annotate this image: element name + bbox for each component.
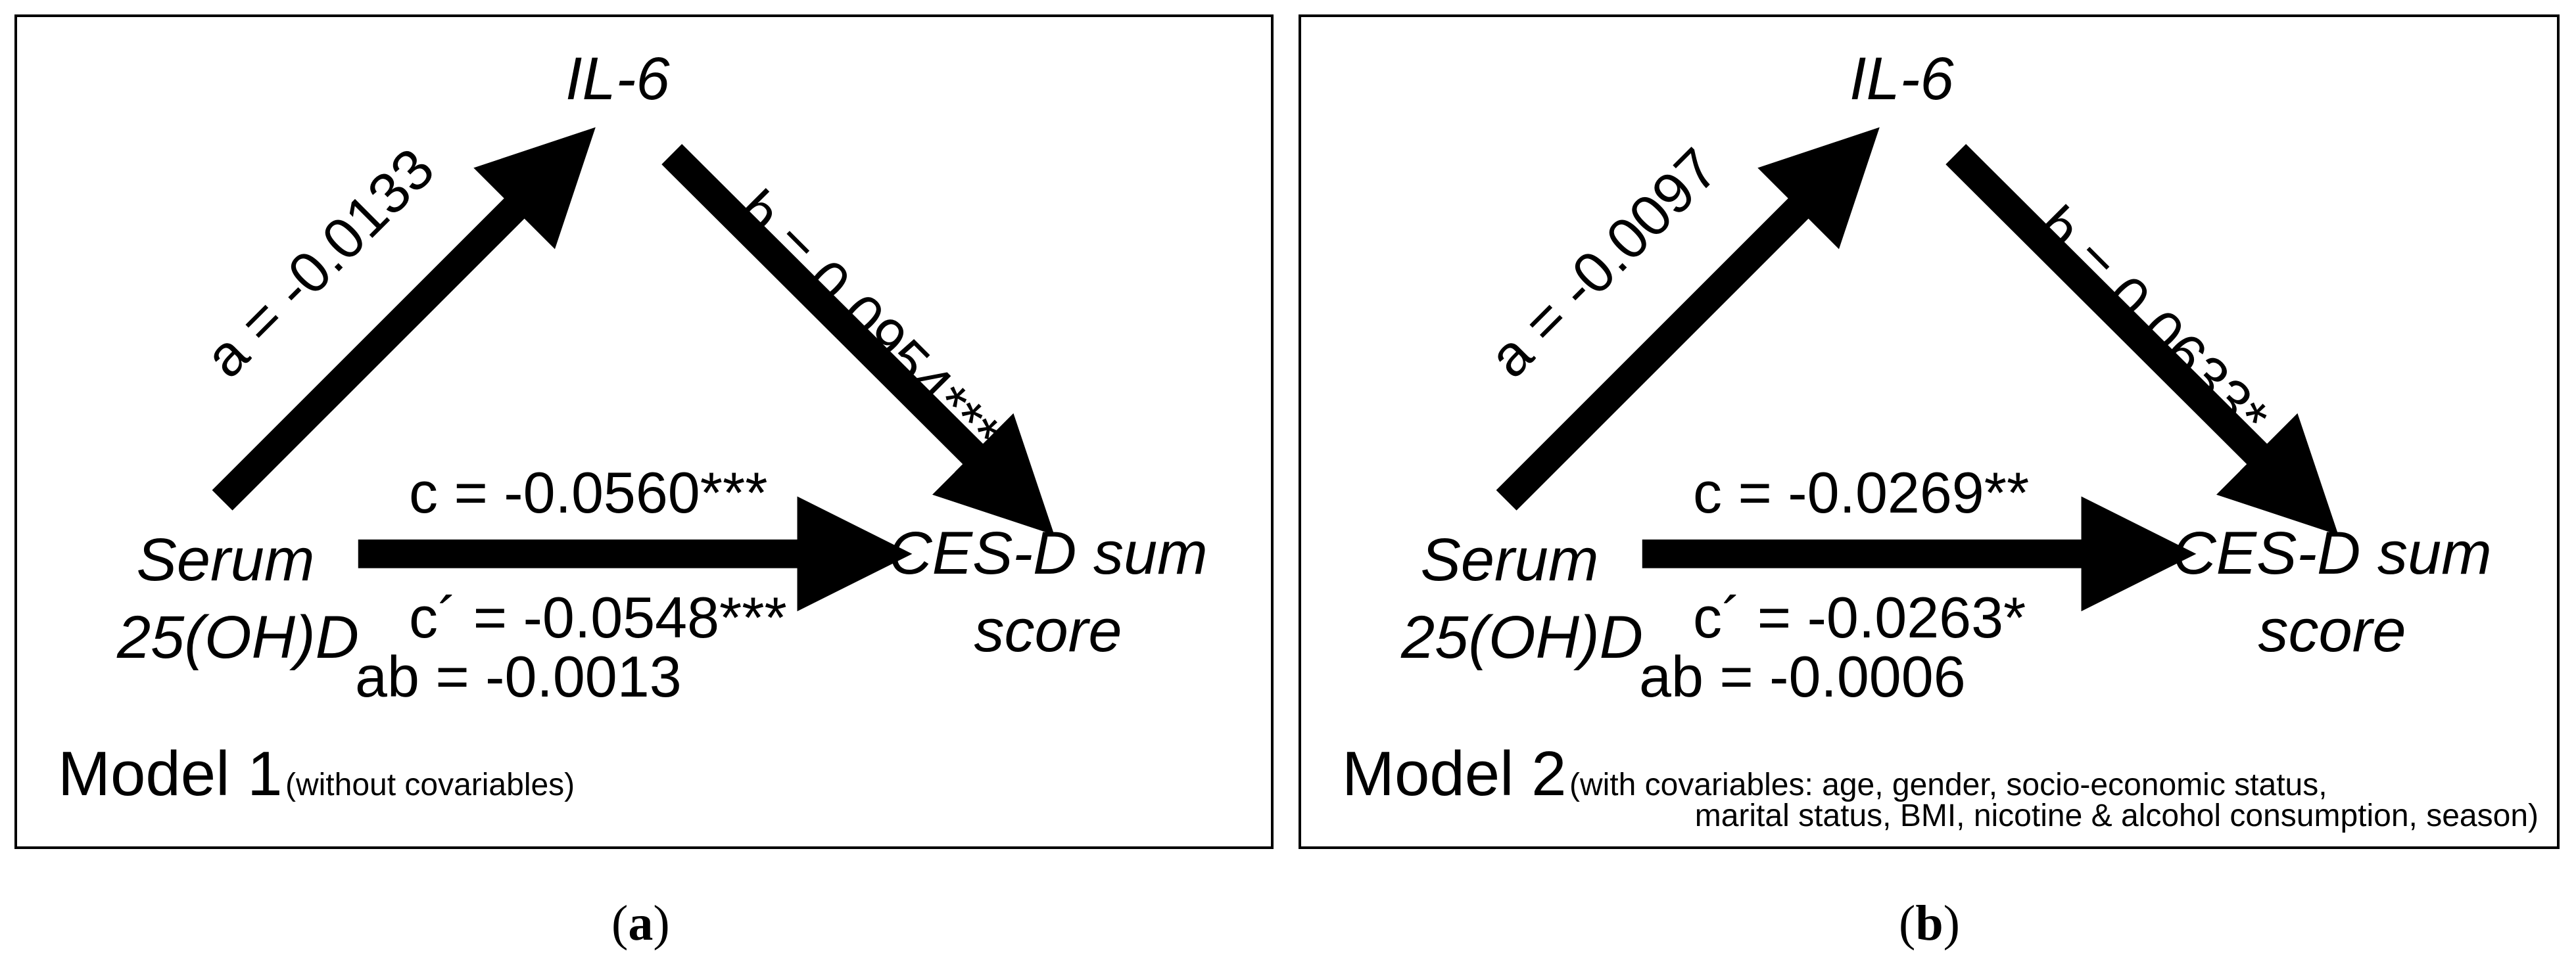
arrow-b-path <box>1945 144 2339 536</box>
c-prime-path-coefficient: c´ = -0.0548*** <box>409 585 787 650</box>
outcome-line1: CES-D sum <box>2172 520 2492 587</box>
outcome-line2: score <box>2258 597 2406 664</box>
label-open: ( <box>1899 896 1916 951</box>
c-prime-path-coefficient: c´ = -0.0263* <box>1693 585 2026 650</box>
predictor-line2: 25(OH)D <box>117 604 360 671</box>
label-open: ( <box>611 896 629 951</box>
predictor-line1: Serum <box>136 526 315 593</box>
arrow-b-path <box>661 144 1055 536</box>
arrow-a-path <box>212 127 596 511</box>
model-note-line1: (with covariables: age, gender, socio-ec… <box>1569 768 2327 802</box>
ab-indirect-coefficient: ab = -0.0013 <box>355 644 682 709</box>
panel-b-model-2: IL-6 Serum 25(OH)D CES-D sum score a = -… <box>1299 14 2560 849</box>
c-path-coefficient: c = -0.0560*** <box>409 460 768 525</box>
mediator-il6: IL-6 <box>565 45 670 112</box>
label-close: ) <box>1943 896 1960 951</box>
panel-label-b: (b) <box>1899 895 1960 952</box>
label-letter: a <box>628 896 654 951</box>
panel-a-model-1: IL-6 Serum 25(OH)D CES-D sum score a = -… <box>14 14 1274 849</box>
label-close: ) <box>653 896 670 951</box>
model-note-line2: marital status, BMI, nicotine & alcohol … <box>1694 798 2539 833</box>
outcome-label: CES-D sum score <box>2168 523 2496 661</box>
outcome-line1: CES-D sum <box>888 520 1208 587</box>
predictor-label: Serum 25(OH)D <box>1401 526 1644 671</box>
predictor-label: Serum 25(OH)D <box>117 526 360 671</box>
predictor-line1: Serum <box>1420 526 1599 593</box>
predictor-line2: 25(OH)D <box>1401 604 1644 671</box>
mediator-il6: IL-6 <box>1849 45 1954 112</box>
model-caption: Model 1 (without covariables) <box>58 743 575 806</box>
panel-label-a: (a) <box>611 895 670 952</box>
model-title: Model 1 <box>58 739 283 809</box>
arrow-a-path <box>1496 127 1880 511</box>
c-path-coefficient: c = -0.0269** <box>1693 460 2030 525</box>
model-note: (without covariables) <box>285 768 575 802</box>
panel-a-arrows <box>212 127 1055 612</box>
label-letter: b <box>1915 896 1944 951</box>
panel-b-arrows <box>1496 127 2339 612</box>
model-caption: Model 2 (with covariables: age, gender, … <box>1342 743 2327 806</box>
ab-indirect-coefficient: ab = -0.0006 <box>1639 644 1966 709</box>
outcome-label: CES-D sum score <box>884 523 1212 661</box>
model-title: Model 2 <box>1342 739 1567 809</box>
outcome-line2: score <box>974 597 1122 664</box>
